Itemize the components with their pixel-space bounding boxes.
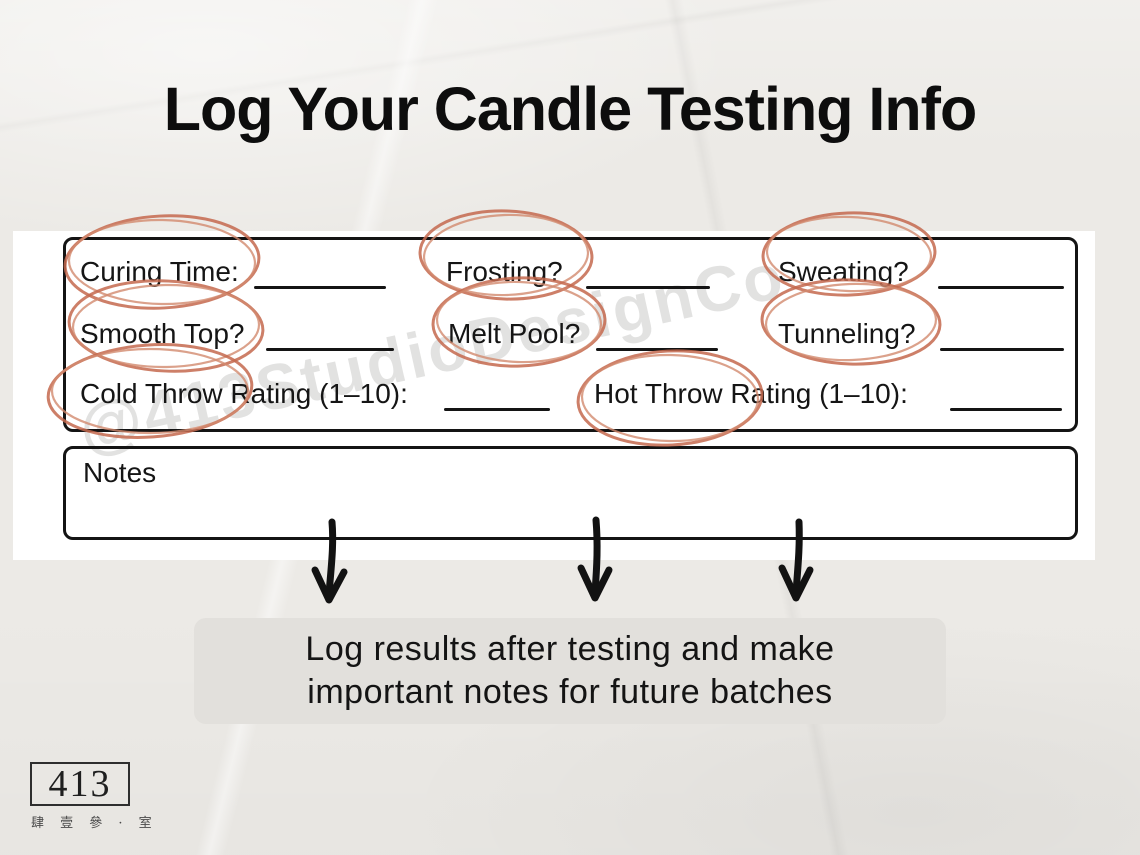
blank-line-melt-pool (596, 348, 718, 351)
logo-subtext: 肆 壹 參 · 室 (31, 816, 158, 831)
logo-number: 413 (48, 763, 112, 805)
form-row-3: Cold Throw Rating (1–10): Hot Throw Rati… (66, 372, 1075, 416)
blank-line-cold-throw (444, 408, 550, 411)
blank-line-smooth-top (266, 348, 394, 351)
blank-line-curing-time (254, 286, 386, 289)
field-label-melt-pool: Melt Pool? (448, 318, 581, 349)
field-label-cold-throw-rating: Cold Throw Rating (1–10): (80, 378, 408, 409)
caption-line-1: Log results after testing and make (305, 630, 835, 669)
field-label-sweating: Sweating? (778, 256, 909, 287)
notes-box: Notes (63, 446, 1078, 540)
field-label-tunneling: Tunneling? (778, 318, 916, 349)
caption-line-2: important notes for future batches (307, 673, 833, 711)
field-label-frosting: Frosting? (446, 256, 563, 287)
caption-box: Log results after testing and make impor… (194, 618, 946, 724)
field-label-smooth-top: Smooth Top? (80, 318, 245, 349)
testing-fields-box: Curing Time: Frosting? Sweating? Smooth … (63, 237, 1078, 432)
page-title: Log Your Candle Testing Info (163, 75, 977, 143)
notes-label: Notes (83, 457, 157, 488)
form-row-1: Curing Time: Frosting? Sweating? (66, 250, 1075, 294)
field-label-hot-throw-rating: Hot Throw Rating (1–10): (594, 378, 908, 409)
form-row-2: Smooth Top? Melt Pool? Tunneling? (66, 312, 1075, 356)
blank-line-tunneling (940, 348, 1064, 351)
brand-logo: 413 (30, 762, 130, 806)
field-label-curing-time: Curing Time: (80, 256, 239, 287)
blank-line-hot-throw (950, 408, 1062, 411)
blank-line-sweating (938, 286, 1064, 289)
blank-line-frosting (586, 286, 710, 289)
